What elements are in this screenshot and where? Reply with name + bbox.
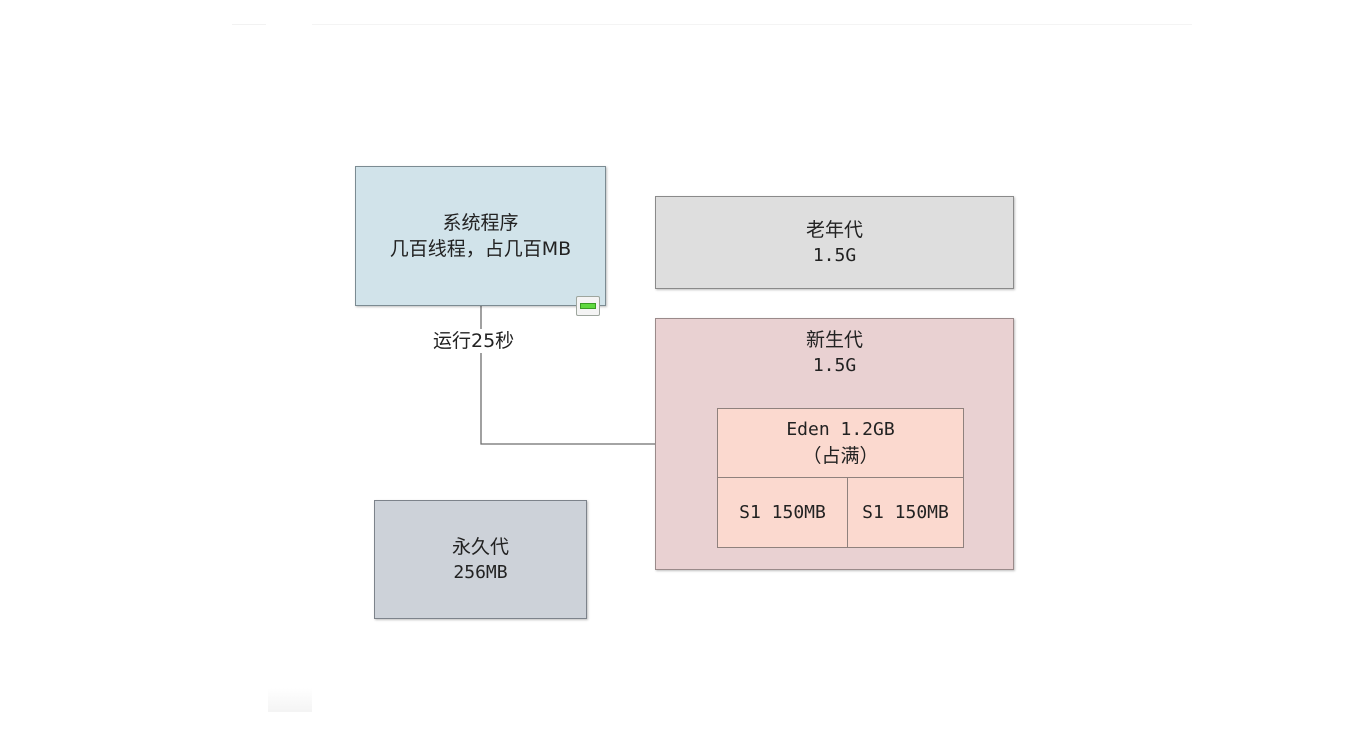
permanent-generation-size: 256MB bbox=[453, 561, 508, 583]
old-generation-size: 1.5G bbox=[812, 244, 857, 266]
battery-level bbox=[580, 303, 596, 309]
survivor-space-2-label: S1 150MB bbox=[862, 501, 949, 523]
old-generation-title: 老年代 bbox=[805, 218, 863, 241]
eden-space-status: （占满） bbox=[802, 445, 879, 467]
eden-space-node[interactable]: Eden 1.2GB （占满） bbox=[717, 408, 964, 478]
system-program-title: 系统程序 bbox=[442, 212, 519, 234]
page-edge bbox=[232, 24, 266, 25]
survivor-space-2-node[interactable]: S1 150MB bbox=[847, 477, 964, 548]
permanent-generation-title: 永久代 bbox=[451, 535, 509, 558]
battery-icon bbox=[576, 296, 600, 316]
survivor-space-1-node[interactable]: S1 150MB bbox=[717, 477, 848, 548]
eden-space-title: Eden 1.2GB bbox=[786, 419, 895, 440]
system-program-detail: 几百线程，占几百MB bbox=[389, 238, 572, 260]
system-program-node[interactable]: 系统程序 几百线程，占几百MB bbox=[355, 166, 606, 306]
young-generation-title: 新生代 bbox=[805, 329, 863, 351]
old-generation-node[interactable]: 老年代 1.5G bbox=[655, 196, 1014, 289]
permanent-generation-node[interactable]: 永久代 256MB bbox=[374, 500, 587, 619]
young-generation-size: 1.5G bbox=[812, 355, 857, 376]
edge-label-runtime: 运行25秒 bbox=[430, 329, 518, 353]
page-corner-shadow bbox=[268, 688, 312, 712]
survivor-space-1-label: S1 150MB bbox=[739, 501, 826, 523]
